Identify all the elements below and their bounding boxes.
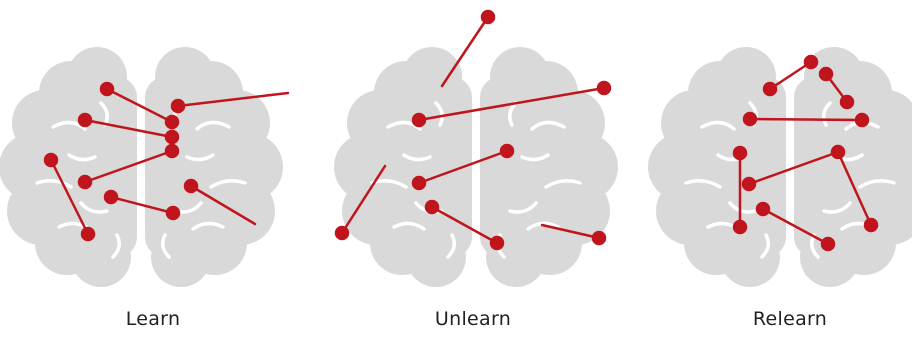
connection-line — [768, 60, 813, 91]
connection-node — [741, 176, 757, 192]
connection-node — [43, 152, 59, 168]
connection-node — [499, 143, 515, 159]
connection-node — [164, 143, 180, 159]
connection-node — [77, 174, 93, 190]
connection-line — [748, 117, 864, 122]
connection-node — [170, 98, 186, 114]
connection-node — [732, 219, 748, 235]
connection-line — [761, 207, 830, 246]
connection-node — [165, 205, 181, 221]
unlearn-label: Unlearn — [434, 308, 512, 330]
connection-node — [591, 230, 607, 246]
connection-node — [164, 114, 180, 130]
connection-node — [803, 54, 819, 70]
connection-node — [742, 111, 758, 127]
connection-line — [836, 150, 873, 227]
connection-line — [176, 91, 290, 108]
connection-node — [489, 235, 505, 251]
connection-line — [417, 86, 606, 122]
connection-node — [103, 189, 119, 205]
connection-node — [411, 175, 427, 191]
connection-line — [340, 164, 387, 235]
connection-line — [417, 149, 509, 185]
connection-node — [80, 226, 96, 242]
learn-label: Learn — [125, 308, 181, 330]
connection-line — [49, 158, 90, 236]
connection-node — [411, 112, 427, 128]
connection-node — [424, 199, 440, 215]
connection-node — [818, 66, 834, 82]
learn-connections — [43, 81, 290, 242]
brain-icon — [0, 45, 285, 289]
connection-line — [83, 149, 174, 184]
relearn-panel — [646, 45, 912, 289]
connection-line — [430, 205, 499, 245]
connection-node — [755, 201, 771, 217]
learn-panel — [0, 45, 290, 289]
connection-node — [99, 81, 115, 97]
connection-line — [109, 195, 175, 215]
connection-line — [105, 87, 174, 124]
connection-line — [189, 184, 257, 226]
brain-icon — [332, 45, 620, 289]
connection-node — [596, 80, 612, 96]
connection-node — [830, 144, 846, 160]
connection-node — [839, 94, 855, 110]
connection-node — [164, 129, 180, 145]
connection-node — [732, 145, 748, 161]
connection-node — [183, 178, 199, 194]
connection-node — [854, 112, 870, 128]
connection-node — [77, 112, 93, 128]
unlearn-connections — [334, 9, 612, 251]
connection-line — [540, 223, 601, 240]
connection-node — [334, 225, 350, 241]
connection-node — [480, 9, 496, 25]
connection-node — [762, 81, 778, 97]
connection-line — [83, 118, 174, 139]
unlearn-panel — [332, 9, 620, 289]
relearn-connections — [732, 54, 879, 252]
connection-node — [820, 236, 836, 252]
connection-line — [747, 150, 840, 186]
connection-node — [863, 217, 879, 233]
connection-line — [440, 15, 490, 88]
relearn-label: Relearn — [752, 308, 828, 330]
